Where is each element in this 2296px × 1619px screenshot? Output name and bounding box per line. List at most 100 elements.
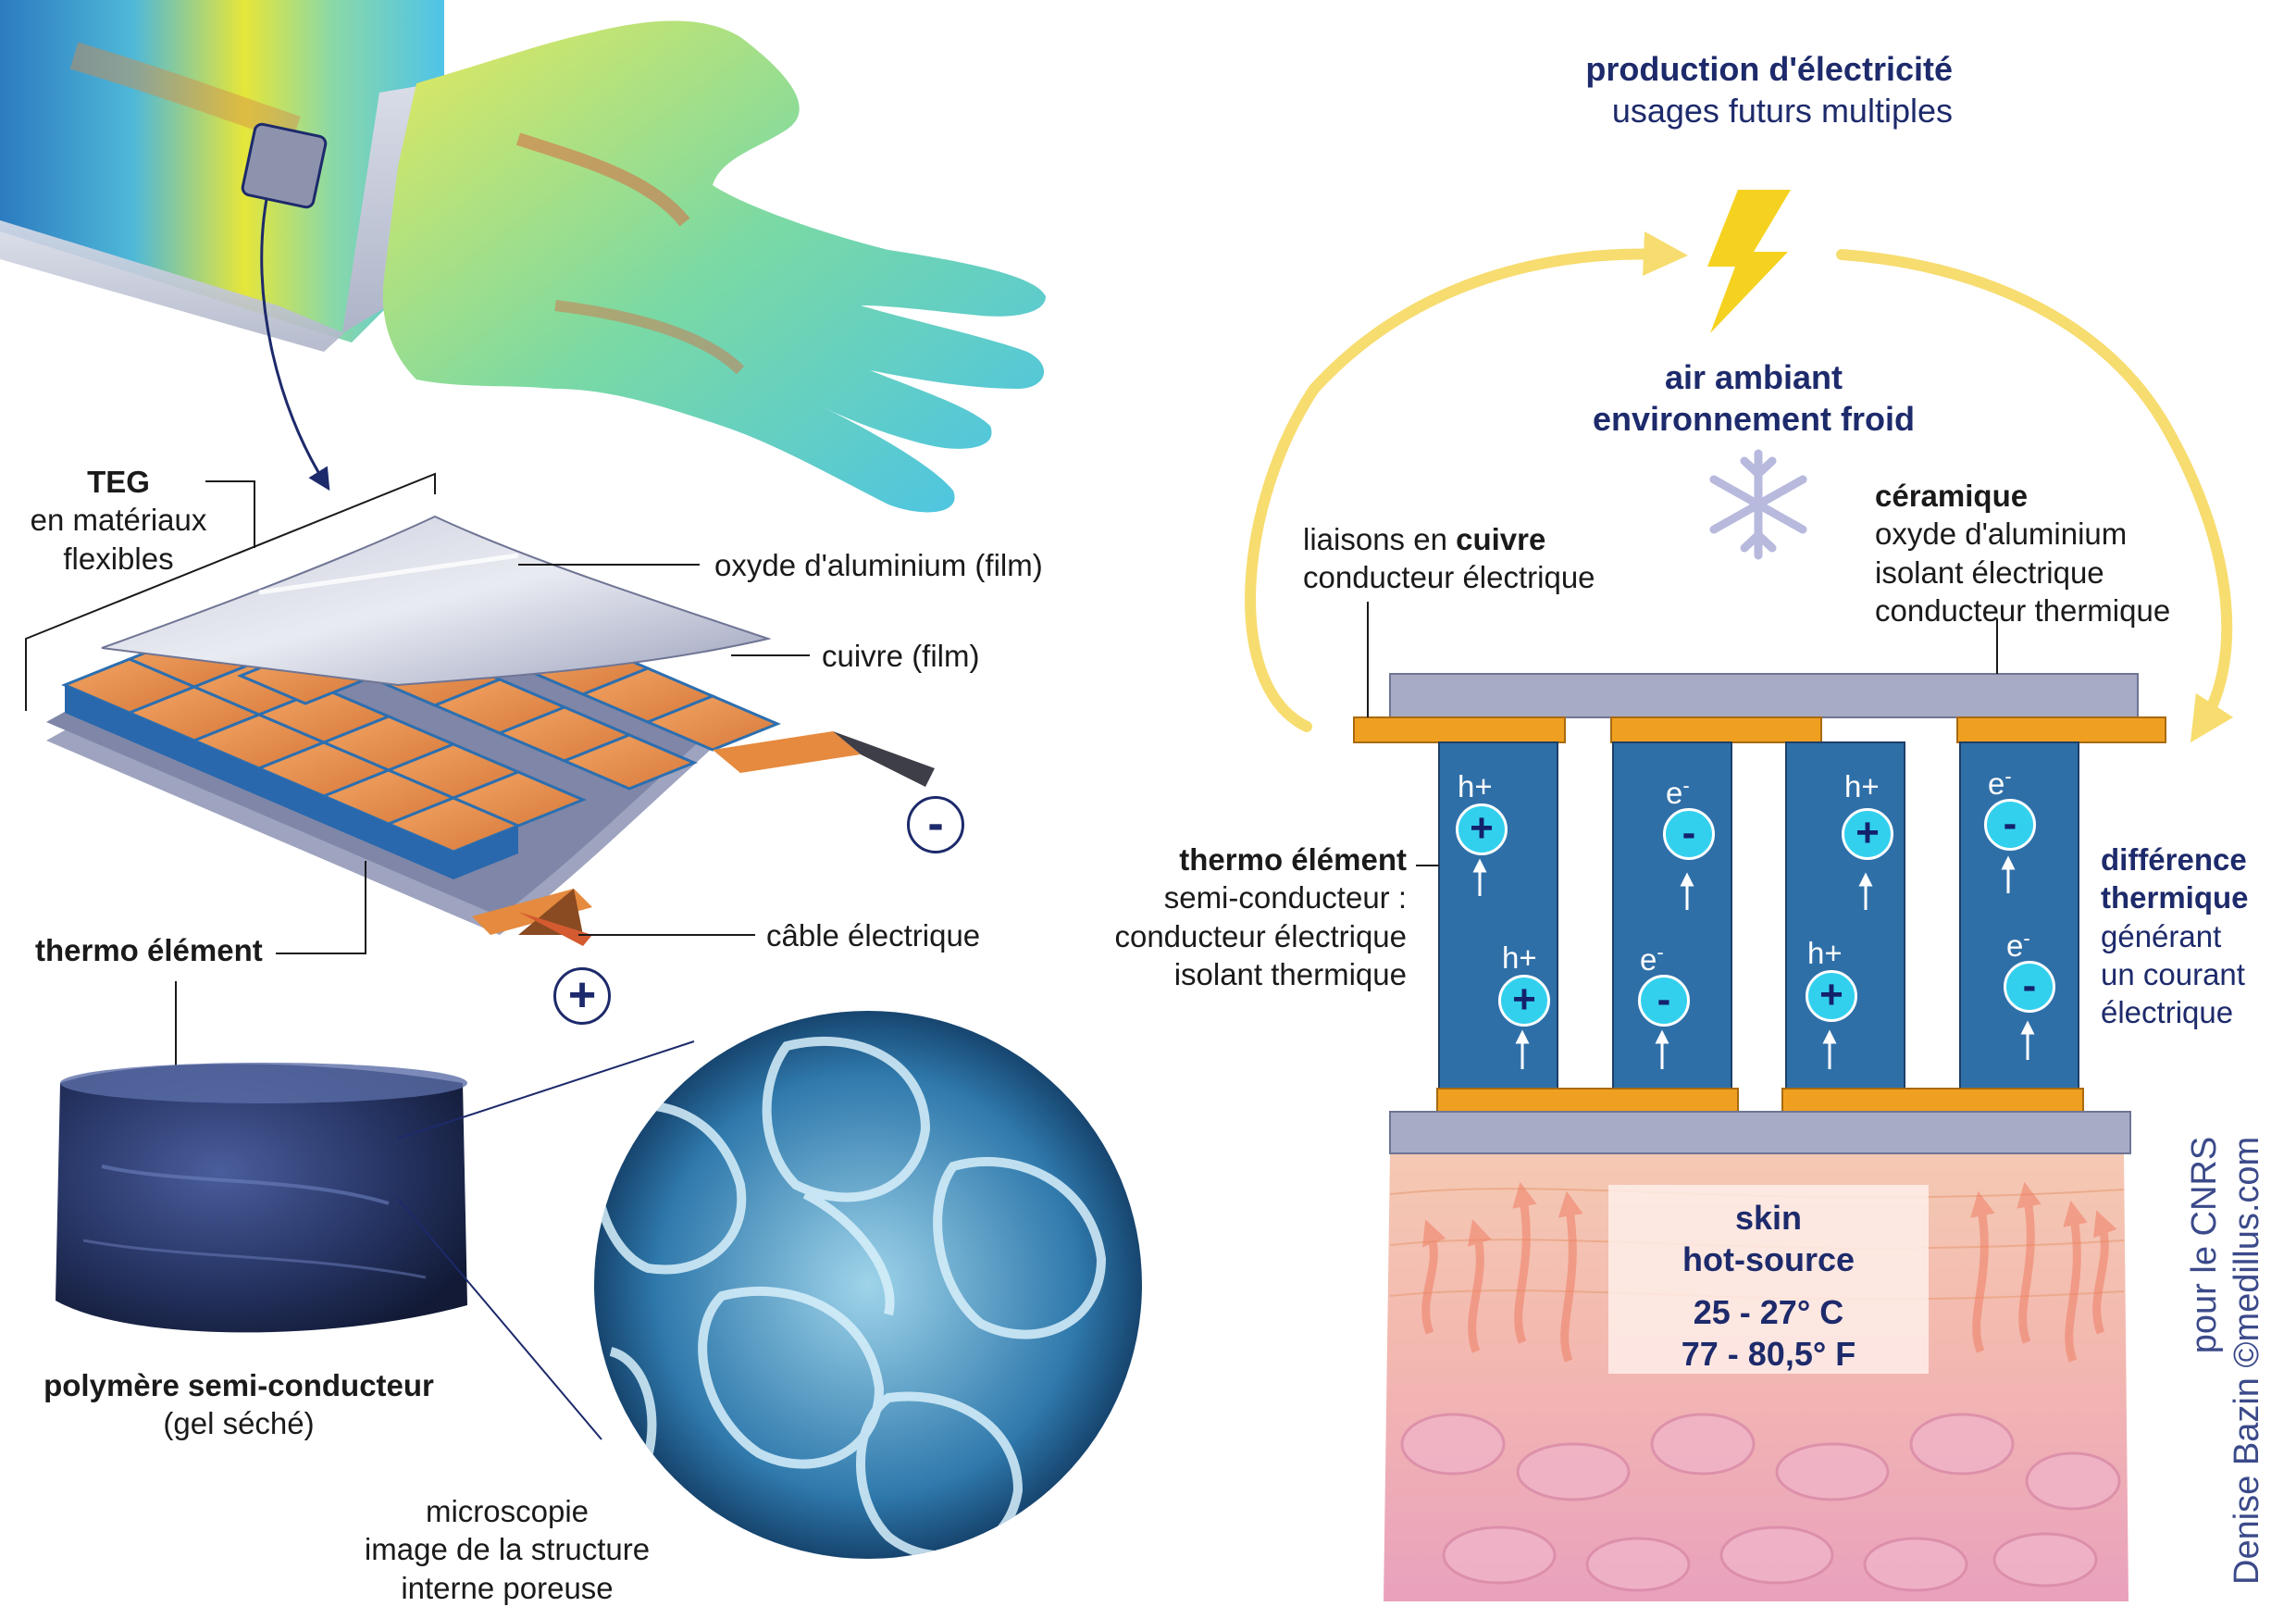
thermo-right-title: thermo élément bbox=[1179, 842, 1407, 877]
copper-link-bottom-2 bbox=[1781, 1088, 2084, 1113]
electron-base: e bbox=[2006, 928, 2024, 963]
positive-charge-icon: + bbox=[1842, 808, 1893, 860]
hole-label: h+ bbox=[1807, 936, 1843, 970]
teg-cross-section bbox=[1353, 673, 2166, 1154]
top-ceramic-plate bbox=[1389, 673, 2139, 718]
bottom-ceramic-plate bbox=[1389, 1111, 2131, 1154]
micro-line3: interne poreuse bbox=[401, 1570, 614, 1605]
air-line1: air ambiant bbox=[1664, 358, 1843, 396]
air-line2: environnement froid bbox=[1592, 400, 1916, 438]
copper-link-top-1 bbox=[1353, 716, 1566, 743]
n-type-leg-1 bbox=[1612, 741, 1732, 1090]
electron-label: e- bbox=[1666, 774, 1690, 810]
electron-label: e- bbox=[1988, 765, 2012, 801]
electron-base: e bbox=[1666, 776, 1683, 810]
lightning-bolt-icon bbox=[1707, 190, 1791, 333]
copper-links-prefix: liaisons en bbox=[1303, 522, 1457, 556]
microscopy-label: microscopie image de la structure intern… bbox=[350, 1492, 664, 1607]
positive-charge-icon: + bbox=[1456, 803, 1508, 855]
negative-charge-icon: - bbox=[1663, 808, 1715, 860]
carrier-arrows bbox=[1472, 855, 2035, 1069]
temp-f: 77 - 80,5° F bbox=[1681, 1335, 1856, 1373]
thermo-element-label-left: thermo élément bbox=[35, 933, 263, 967]
hole-label: h+ bbox=[1458, 769, 1493, 803]
ceramic-line2: isolant électrique bbox=[1875, 554, 2104, 590]
electron-sup: - bbox=[2023, 927, 2030, 950]
thermal-hand-image bbox=[0, 0, 1046, 513]
diff-line3: générant bbox=[2101, 918, 2222, 953]
diff-line4: un courant bbox=[2101, 956, 2245, 991]
snowflake-icon bbox=[1709, 449, 1807, 560]
negative-charge-icon: - bbox=[2004, 961, 2055, 1013]
cable-label: câble électrique bbox=[766, 918, 981, 953]
minus-terminal-icon: - bbox=[907, 796, 964, 853]
teg-line2: flexibles bbox=[63, 541, 174, 576]
ceramic-title: céramique bbox=[1875, 479, 2029, 513]
electron-sup: - bbox=[2004, 765, 2012, 788]
copper-links-bold: cuivre bbox=[1456, 522, 1546, 556]
production-label: production d'électricité usages futurs m… bbox=[1388, 48, 1953, 131]
teg-module-illustration bbox=[25, 472, 935, 946]
positive-charge-icon: + bbox=[1806, 970, 1857, 1022]
negative-charge-icon: - bbox=[1638, 975, 1690, 1027]
skin-info-box bbox=[1608, 1185, 1929, 1374]
hole-label: h+ bbox=[1502, 940, 1537, 975]
copper-film-label: cuivre (film) bbox=[822, 639, 980, 673]
electron-label: e- bbox=[1640, 940, 1664, 977]
skin-label: skin hot-source 25 - 27° C 77 - 80,5° F bbox=[1608, 1197, 1929, 1375]
micro-line2: image de la structure bbox=[364, 1532, 651, 1567]
p-type-leg-2 bbox=[1785, 741, 1905, 1090]
polymer-label: polymère semi-conducteur (gel séché) bbox=[26, 1366, 452, 1443]
ambient-air-label: air ambiant environnement froid bbox=[1536, 356, 1971, 440]
diff-line1: différence bbox=[2101, 842, 2247, 877]
teg-title: TEG bbox=[87, 465, 150, 499]
micro-line1: microscopie bbox=[425, 1494, 590, 1528]
oxide-film-label: oxyde d'aluminium (film) bbox=[714, 548, 1043, 582]
polymer-sub: (gel séché) bbox=[163, 1406, 315, 1441]
positive-charge-icon: + bbox=[1498, 975, 1550, 1027]
copper-link-top-3 bbox=[1956, 716, 2166, 743]
polymer-title: polymère semi-conducteur bbox=[43, 1368, 434, 1402]
connector-arrow bbox=[260, 198, 330, 492]
thermal-difference-label: différence thermique générant un courant… bbox=[2101, 841, 2249, 1031]
thermo-right-line2: conducteur électrique bbox=[1114, 918, 1407, 953]
production-title: production d'électricité bbox=[1585, 50, 1953, 88]
copper-links-label: liaisons en cuivre conducteur électrique bbox=[1303, 520, 1595, 597]
electron-base: e bbox=[1640, 942, 1657, 977]
credit-label: pour le CNRS Denise Bazin ©medillus.com bbox=[2184, 1137, 2268, 1585]
plus-terminal-icon: + bbox=[553, 967, 611, 1025]
leader-lines-right bbox=[1367, 602, 1998, 866]
n-type-leg-2 bbox=[1959, 741, 2079, 1090]
microscopy-circle bbox=[397, 1011, 1142, 1559]
polymer-gel-photo bbox=[56, 1063, 467, 1333]
thermo-element-label-right: thermo élément semi-conducteur : conduct… bbox=[1018, 841, 1407, 993]
teg-label: TEG en matériaux flexibles bbox=[26, 463, 211, 578]
electron-base: e bbox=[1988, 766, 2005, 801]
diff-line2: thermique bbox=[2101, 880, 2249, 915]
ceramic-line3: conducteur thermique bbox=[1875, 592, 2171, 628]
negative-charge-icon: - bbox=[1984, 799, 2036, 851]
ceramic-line1: oxyde d'aluminium bbox=[1875, 517, 2128, 552]
diff-line5: électrique bbox=[2101, 995, 2234, 1029]
credit-line2: Denise Bazin ©medillus.com bbox=[2227, 1136, 2266, 1585]
production-sub: usages futurs multiples bbox=[1611, 92, 1953, 130]
electron-label: e- bbox=[2006, 927, 2030, 963]
teg-line1: en matériaux bbox=[30, 503, 207, 538]
temp-c: 25 - 27° C bbox=[1693, 1293, 1844, 1331]
thermo-right-line3: isolant thermique bbox=[1173, 956, 1407, 991]
energy-arc-right bbox=[1836, 249, 2234, 743]
leader-lines-left bbox=[175, 564, 810, 1074]
copper-links-line2: conducteur électrique bbox=[1303, 560, 1595, 595]
thermo-right-line1: semi-conducteur : bbox=[1163, 880, 1407, 915]
copper-link-top-2 bbox=[1610, 716, 1822, 743]
electron-sup: - bbox=[1682, 774, 1690, 797]
credit-line1: pour le CNRS bbox=[2185, 1136, 2224, 1354]
skin-line1: skin bbox=[1734, 1199, 1803, 1237]
electron-sup: - bbox=[1657, 940, 1664, 964]
hole-label: h+ bbox=[1844, 769, 1880, 803]
energy-arc-left bbox=[1245, 231, 1688, 732]
copper-link-bottom-1 bbox=[1436, 1088, 1739, 1113]
ceramic-label: céramique oxyde d'aluminium isolant élec… bbox=[1875, 477, 2170, 629]
